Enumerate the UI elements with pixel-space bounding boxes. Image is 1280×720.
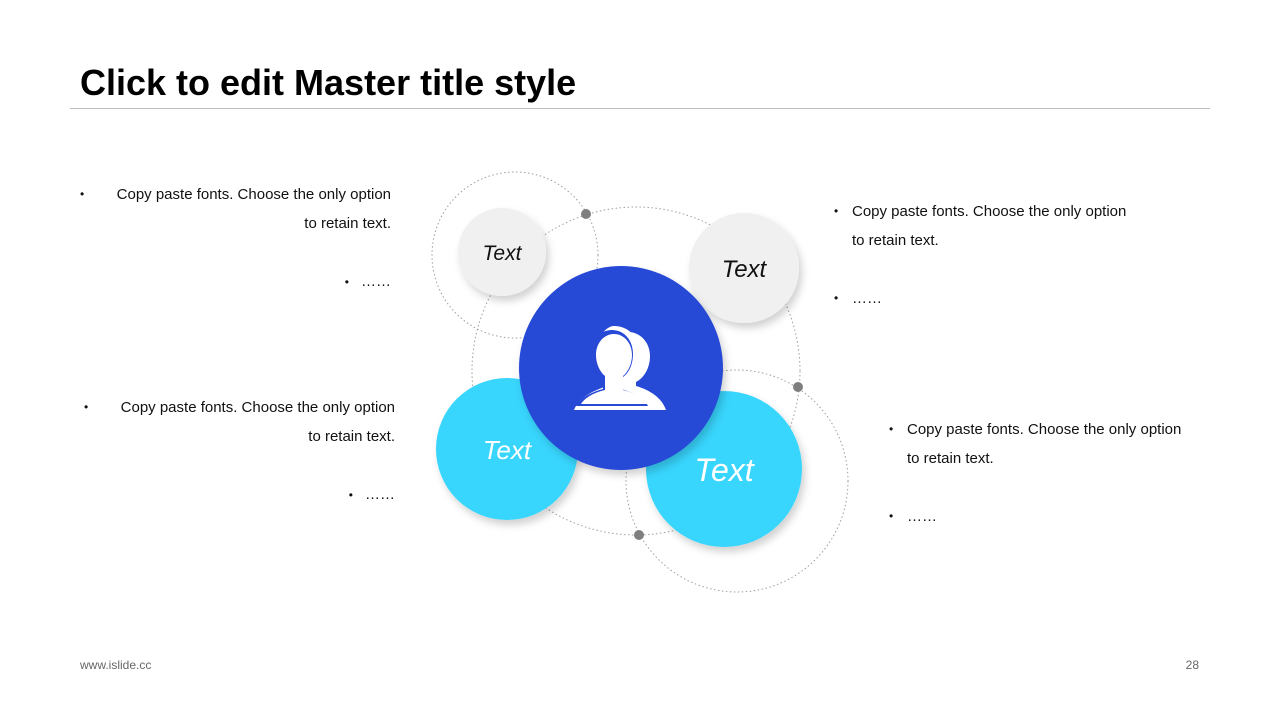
bullet-item-ellipsis: • …… <box>84 480 395 510</box>
bullet-glyph: • <box>344 275 349 289</box>
orbit-ring <box>431 171 599 339</box>
bullet-text: Copy paste fonts. Choose the only option <box>120 399 395 416</box>
bullet-text: Copy paste fonts. Choose the only option <box>907 421 1182 438</box>
bullet-text-continued: to retain text. <box>304 215 391 232</box>
bullet-glyph: • <box>348 488 353 502</box>
bullet-glyph: • <box>889 509 894 523</box>
bullet-item-ellipsis: • …… <box>834 284 1174 313</box>
bullet-glyph: • <box>889 422 894 436</box>
bullet-item-ellipsis: • …… <box>889 502 1229 531</box>
connector-dot <box>581 209 591 219</box>
footer-url: www.islide.cc <box>80 658 152 672</box>
bullet-glyph: • <box>834 204 839 218</box>
ellipsis-text: …… <box>907 508 937 525</box>
bullet-text-continued: to retain text. <box>852 232 939 249</box>
bullet-item: • Copy paste fonts. Choose the only opti… <box>84 393 395 451</box>
orbit-ring <box>471 206 801 536</box>
ellipsis-text: …… <box>361 273 391 290</box>
bullet-glyph: • <box>84 400 89 414</box>
bullet-text-continued: to retain text. <box>308 428 395 445</box>
orbit-ring <box>625 369 849 593</box>
slide-title[interactable]: Click to edit Master title style <box>80 62 577 103</box>
bullet-text: Copy paste fonts. Choose the only option <box>116 186 391 203</box>
node-label: Text <box>483 242 523 265</box>
bullet-item: • Copy paste fonts. Choose the only opti… <box>834 197 1174 255</box>
connector-dot <box>634 530 644 540</box>
page-number: 28 <box>1185 658 1199 672</box>
connector-dot <box>793 382 803 392</box>
ellipsis-text: …… <box>365 486 395 503</box>
text-block-bottom-left[interactable]: • Copy paste fonts. Choose the only opti… <box>84 393 395 510</box>
text-block-top-left[interactable]: • Copy paste fonts. Choose the only opti… <box>80 180 391 297</box>
node-center[interactable] <box>519 266 723 470</box>
bullet-item: • Copy paste fonts. Choose the only opti… <box>80 180 391 238</box>
bullet-text-continued: to retain text. <box>907 450 994 467</box>
bullet-item-ellipsis: • …… <box>80 267 391 297</box>
bullet-glyph: • <box>80 187 85 201</box>
bullet-glyph: • <box>834 291 839 305</box>
ellipsis-text: …… <box>852 290 882 307</box>
bullet-text: Copy paste fonts. Choose the only option <box>852 203 1127 220</box>
title-divider <box>70 108 1210 109</box>
node-label: Text <box>694 452 754 488</box>
node-top-left[interactable]: Text <box>458 208 546 296</box>
node-top-right[interactable]: Text <box>689 213 799 323</box>
users-icon <box>574 326 666 410</box>
text-block-bottom-right[interactable]: • Copy paste fonts. Choose the only opti… <box>889 415 1229 531</box>
node-label: Text <box>483 435 533 465</box>
text-block-top-right[interactable]: • Copy paste fonts. Choose the only opti… <box>834 197 1174 313</box>
node-label: Text <box>722 256 768 283</box>
bullet-item: • Copy paste fonts. Choose the only opti… <box>889 415 1229 473</box>
